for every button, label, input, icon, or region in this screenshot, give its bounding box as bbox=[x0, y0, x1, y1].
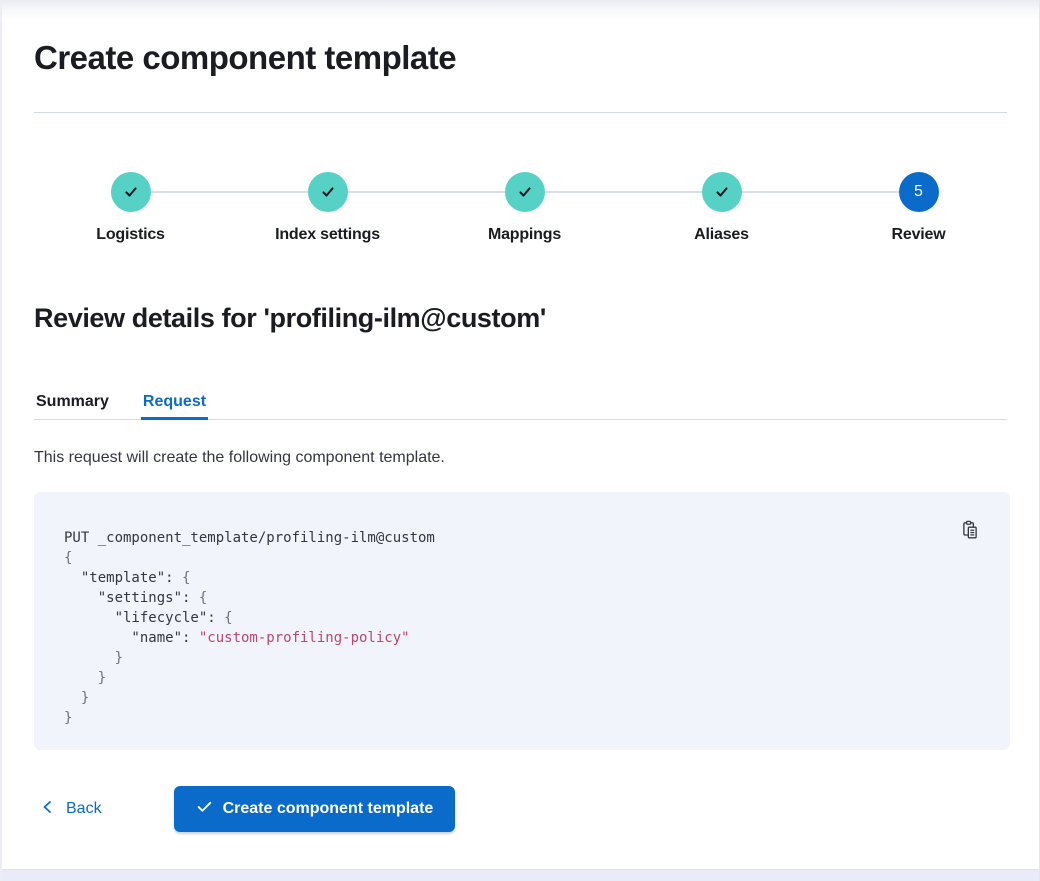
copy-to-clipboard-button[interactable] bbox=[958, 519, 982, 543]
step-label: Mappings bbox=[487, 226, 562, 243]
step-complete-check-icon bbox=[504, 172, 545, 212]
code-line: } bbox=[64, 710, 73, 726]
step-label: Index settings bbox=[275, 226, 380, 243]
step-current-number: 5 bbox=[898, 172, 939, 212]
tab-summary[interactable]: Summary bbox=[34, 386, 111, 420]
code-line: PUT _component_template/profiling-ilm@cu… bbox=[64, 530, 435, 546]
code-line: } bbox=[64, 650, 124, 666]
step-index-settings[interactable]: Index settings bbox=[229, 172, 426, 244]
tabs-divider bbox=[34, 419, 1007, 420]
request-description: This request will create the following c… bbox=[34, 449, 445, 466]
code-line: } bbox=[64, 690, 90, 706]
code-line: "name": "custom-profiling-policy" bbox=[64, 630, 410, 646]
tab-request[interactable]: Request bbox=[140, 386, 209, 420]
step-mappings[interactable]: Mappings bbox=[426, 172, 623, 244]
step-complete-check-icon bbox=[307, 172, 348, 212]
request-code: PUT _component_template/profiling-ilm@cu… bbox=[34, 492, 1010, 750]
header-divider bbox=[34, 112, 1007, 113]
back-button-label: Back bbox=[66, 800, 102, 817]
create-component-template-label: Create component template bbox=[222, 800, 434, 817]
copy-clipboard-icon bbox=[960, 520, 980, 543]
back-button[interactable]: Back bbox=[34, 799, 108, 820]
code-line: "template": { bbox=[64, 570, 191, 586]
code-line: "lifecycle": { bbox=[64, 610, 233, 626]
step-complete-check-icon bbox=[110, 172, 151, 212]
create-component-template-button[interactable]: Create component template bbox=[173, 786, 456, 832]
step-aliases[interactable]: Aliases bbox=[623, 172, 820, 244]
check-icon bbox=[196, 798, 213, 820]
step-label: Review bbox=[891, 226, 946, 243]
page-background-strip bbox=[2, 869, 1039, 881]
step-label: Logistics bbox=[96, 226, 165, 243]
wizard-footer: Back Create component template bbox=[34, 786, 1007, 832]
chevron-left-icon bbox=[40, 799, 56, 820]
review-heading: Review details for 'profiling-ilm@custom… bbox=[34, 303, 546, 333]
code-line: { bbox=[64, 550, 73, 566]
request-code-block: PUT _component_template/profiling-ilm@cu… bbox=[34, 492, 1010, 750]
review-tabs: Summary Request bbox=[34, 386, 209, 420]
page-title: Create component template bbox=[34, 39, 457, 76]
top-shadow bbox=[2, 0, 1039, 20]
code-line: } bbox=[64, 670, 107, 686]
step-logistics[interactable]: Logistics bbox=[32, 172, 229, 244]
step-complete-check-icon bbox=[701, 172, 742, 212]
code-line: "settings": { bbox=[64, 590, 208, 606]
step-label: Aliases bbox=[694, 226, 749, 243]
